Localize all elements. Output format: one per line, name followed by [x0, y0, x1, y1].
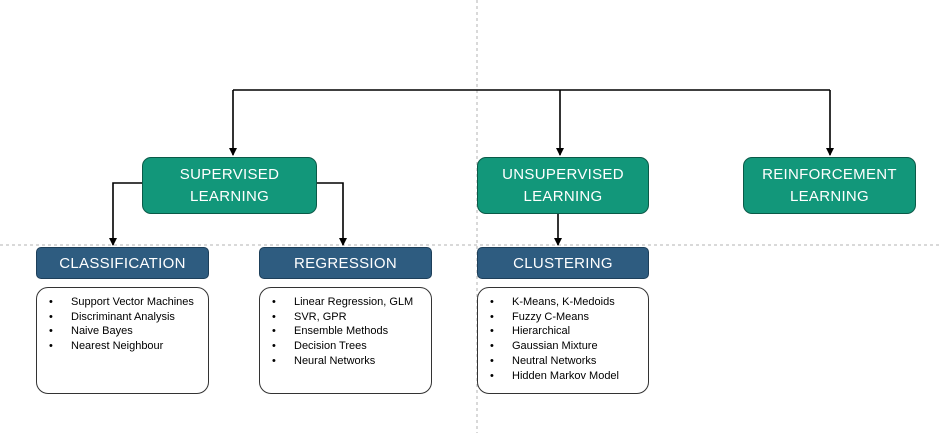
classification-methods-list: •Support Vector Machines •Discriminant A…: [36, 287, 209, 394]
arrow-to-classification: [109, 182, 142, 246]
list-item: •Gaussian Mixture: [490, 340, 598, 353]
unsupervised-learning-box: UNSUPERVISED LEARNING: [477, 157, 649, 214]
classification-box: CLASSIFICATION: [36, 247, 209, 279]
regression-methods-list: •Linear Regression, GLM •SVR, GPR •Ensem…: [259, 287, 432, 394]
list-item: •K-Means, K-Medoids: [490, 296, 615, 308]
classification-label: CLASSIFICATION: [59, 254, 186, 272]
reinforcement-label-line2: LEARNING: [789, 187, 870, 205]
list-item: •Linear Regression, GLM: [272, 296, 414, 308]
list-item: •Naive Bayes: [49, 325, 133, 338]
list-item: •Decision Trees: [272, 340, 367, 353]
list-item: •Neutral Networks: [490, 354, 597, 367]
clustering-methods-list: •K-Means, K-Medoids •Fuzzy C-Means •Hier…: [477, 287, 649, 394]
supervised-label-line2: LEARNING: [189, 187, 270, 205]
list-item: •Nearest Neighbour: [49, 340, 164, 353]
list-item: •SVR, GPR: [272, 310, 347, 323]
regression-label: REGRESSION: [293, 254, 398, 272]
supervised-learning-box: SUPERVISED LEARNING: [142, 157, 317, 214]
list-item: •Hierarchical: [490, 325, 571, 338]
list-item: •Discriminant Analysis: [49, 310, 175, 323]
clustering-label: CLUSTERING: [513, 254, 613, 272]
list-item: •Neural Networks: [272, 354, 376, 367]
arrow-to-regression: [317, 182, 347, 246]
list-item: •Ensemble Methods: [272, 325, 389, 338]
list-item: •Hidden Markov Model: [490, 369, 619, 382]
reinforcement-learning-box: REINFORCEMENT LEARNING: [743, 157, 916, 214]
unsupervised-label-line1: UNSUPERVISED: [502, 165, 624, 183]
regression-box: REGRESSION: [259, 247, 432, 279]
unsupervised-label-line2: LEARNING: [523, 187, 603, 205]
clustering-box: CLUSTERING: [477, 247, 649, 279]
list-item: •Support Vector Machines: [49, 296, 194, 308]
reinforcement-label-line1: REINFORCEMENT: [762, 165, 897, 183]
list-item: •Fuzzy C-Means: [490, 310, 590, 323]
supervised-label-line1: SUPERVISED: [179, 165, 280, 183]
